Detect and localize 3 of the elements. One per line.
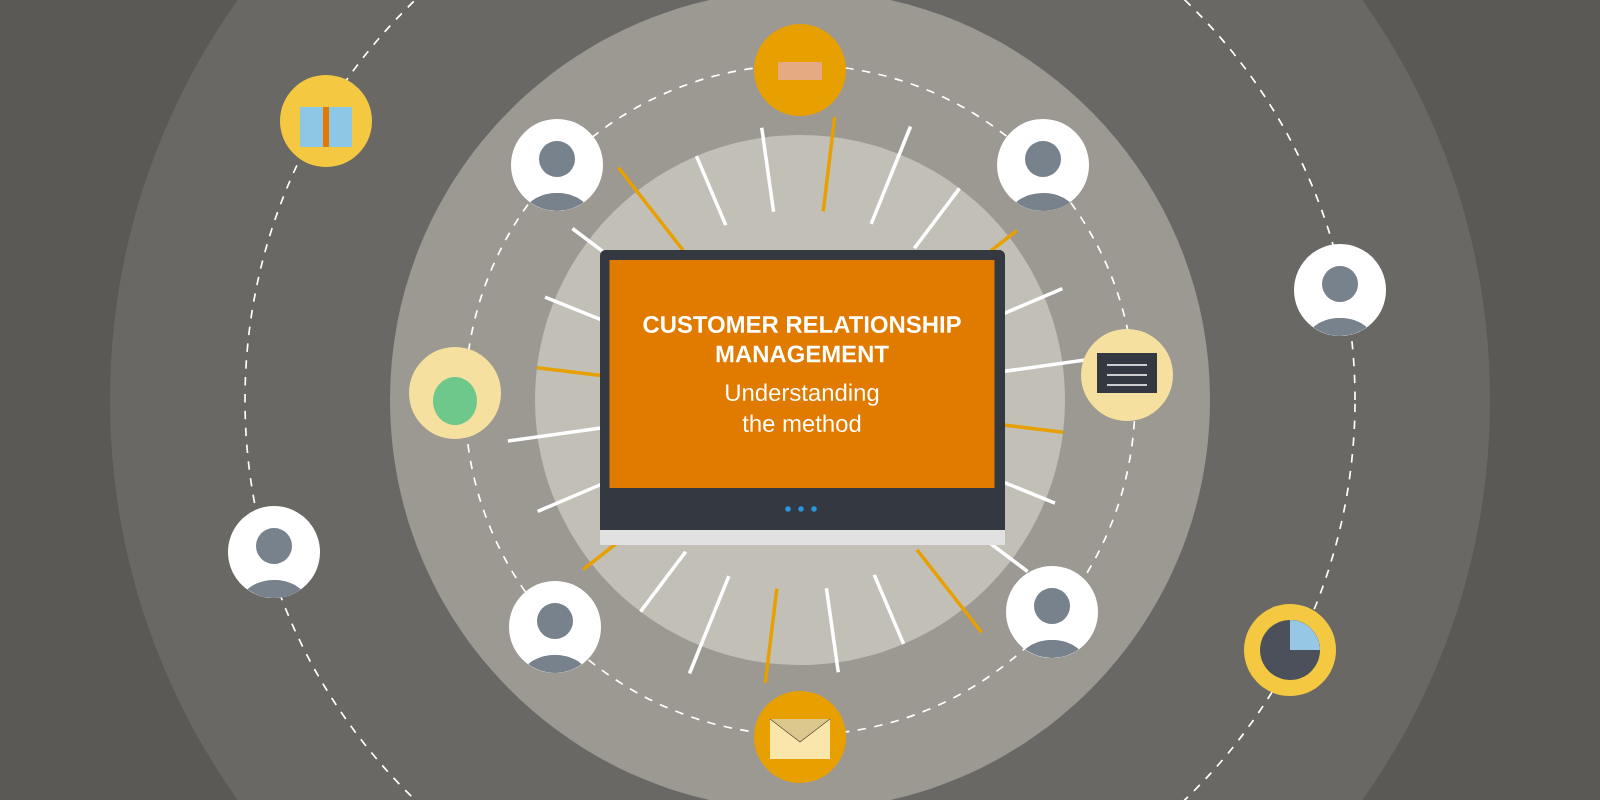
screen-title: CUSTOMER RELATIONSHIP MANAGEMENT	[643, 316, 961, 363]
monitor-screen	[609, 260, 995, 488]
screen-subtitle: Understanding the method	[726, 383, 879, 432]
